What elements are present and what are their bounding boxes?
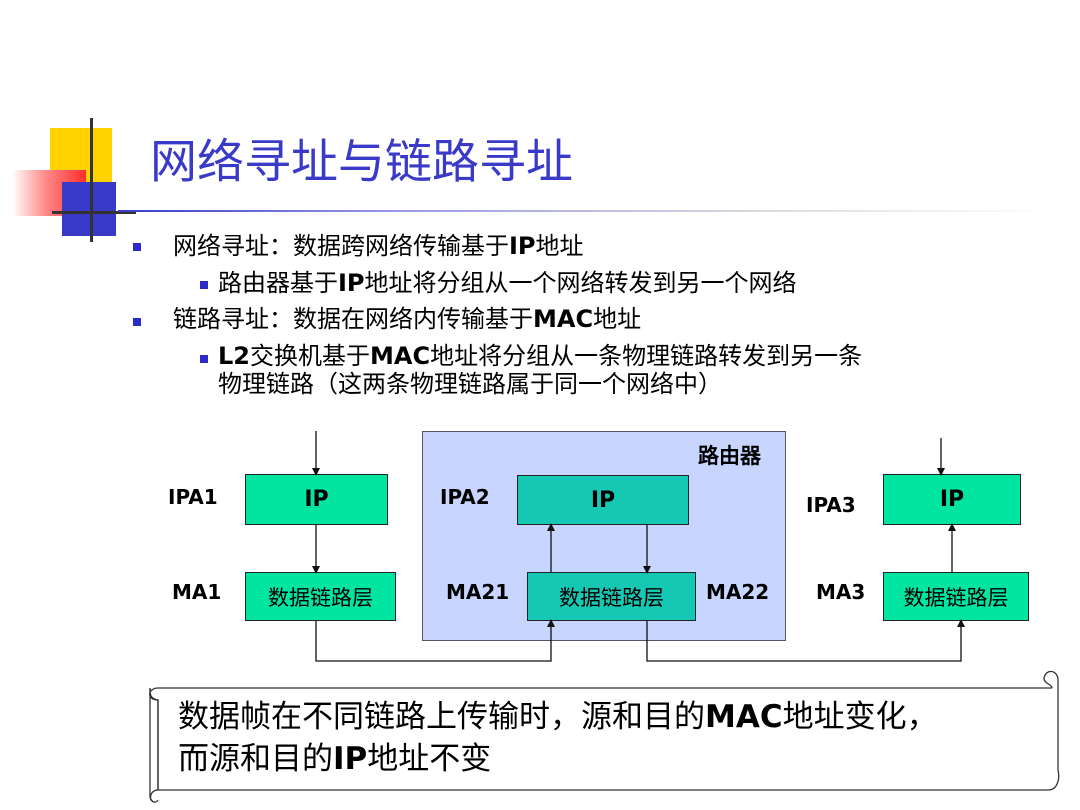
bullet-link-addressing: 链路寻址：数据在网络内传输基于MAC地址 (173, 305, 642, 333)
host3-datalink-box: 数据链路层 (883, 572, 1029, 621)
bullet-l2-switch: L2交换机基于MAC地址将分组从一条物理链路转发到另一条 (218, 342, 863, 370)
router-ip-box: IP (517, 475, 689, 525)
bullet-router-forwarding: 路由器基于IP地址将分组从一个网络转发到另一个网络 (218, 269, 797, 297)
ma1-label: MA1 (172, 580, 222, 604)
title-rule (118, 210, 1053, 212)
sub-bullet-marker (200, 355, 208, 363)
note-line-1: 数据帧在不同链路上传输时，源和目的MAC地址变化， (178, 699, 938, 735)
ma22-label: MA22 (706, 580, 770, 604)
host1-ip-box: IP (245, 474, 388, 525)
title-deco-vline (90, 118, 93, 242)
bullet-l2-switch-cont: 物理链路（这两条物理链路属于同一个网络中） (218, 370, 722, 398)
slide-title: 网络寻址与链路寻址 (150, 135, 573, 190)
note-line-2: 而源和目的IP地址不变 (178, 741, 492, 777)
ipa2-label: IPA2 (440, 485, 490, 509)
bullet-marker (133, 318, 141, 326)
router-datalink-box: 数据链路层 (527, 572, 696, 621)
host1-datalink-box: 数据链路层 (245, 572, 396, 621)
ma21-label: MA21 (446, 580, 510, 604)
bullet-network-addressing: 网络寻址：数据跨网络传输基于IP地址 (173, 232, 584, 260)
bullet-marker (133, 243, 141, 251)
note-scroll-frame (149, 670, 1060, 803)
link2-line (646, 619, 965, 662)
ma3-label: MA3 (816, 580, 866, 604)
ipa3-label: IPA3 (806, 493, 856, 517)
ipa1-label: IPA1 (168, 485, 218, 509)
note-text: 数据帧在不同链路上传输时，源和目的MAC地址变化， 而源和目的IP地址不变 (178, 696, 938, 780)
host3-ip-box: IP (883, 474, 1021, 525)
sub-bullet-marker (200, 281, 208, 289)
link1-line (315, 619, 555, 662)
title-deco-blue (62, 182, 116, 236)
router-label: 路由器 (698, 443, 761, 468)
title-deco-hline (52, 211, 136, 214)
